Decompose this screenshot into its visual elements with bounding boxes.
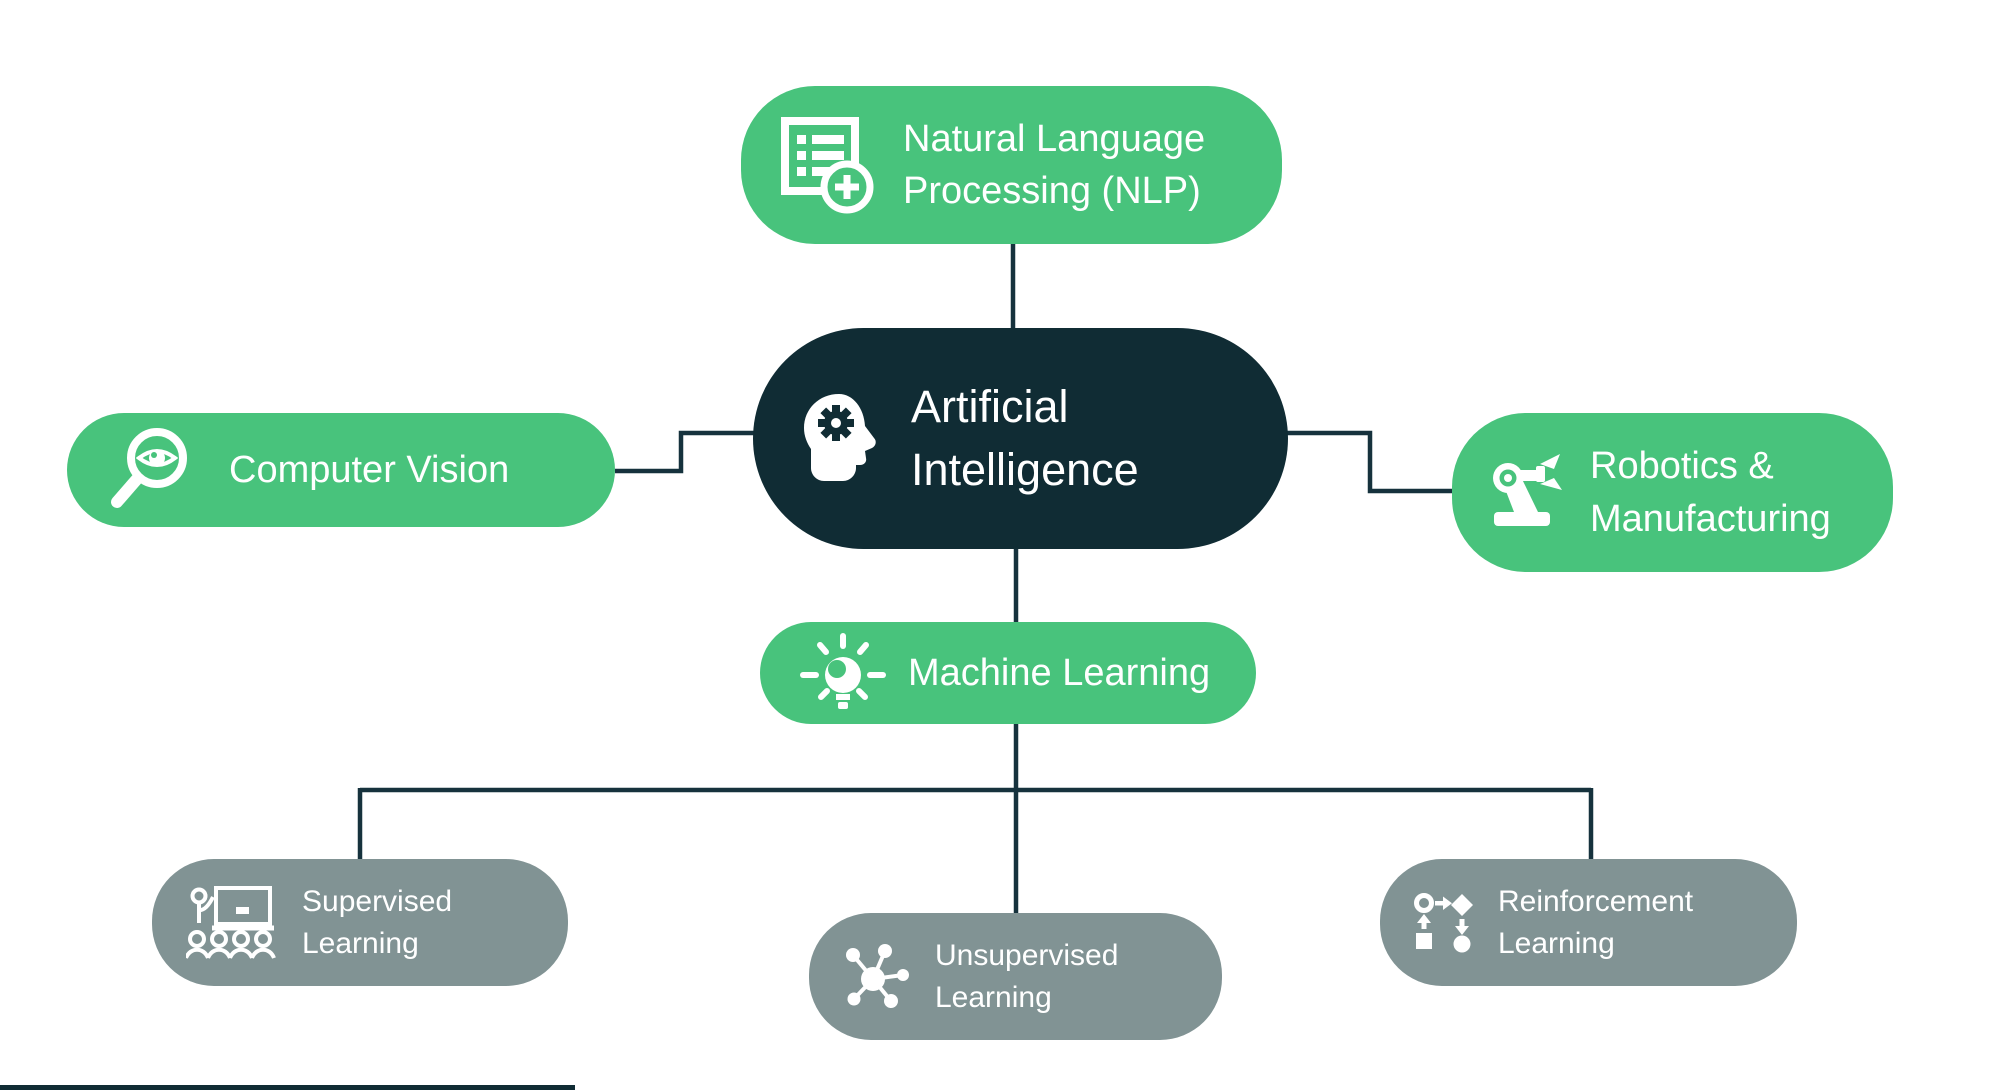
document-add-icon xyxy=(775,113,879,217)
connector-cv-ai xyxy=(615,430,757,474)
node-machine-learning: Machine Learning xyxy=(760,622,1256,724)
cluster-icon xyxy=(841,941,913,1013)
node-label: Computer Vision xyxy=(229,448,510,491)
node-computer-vision: Computer Vision xyxy=(67,413,615,527)
node-label: Reinforcement Learning xyxy=(1498,885,1694,960)
magnifier-eye-icon xyxy=(107,424,193,516)
node-label: Supervised Learning xyxy=(302,885,453,960)
node-supervised-learning: Supervised Learning xyxy=(152,859,568,986)
node-unsupervised-learning: Unsupervised Learning xyxy=(809,913,1222,1040)
head-gear-icon xyxy=(793,390,885,488)
lightbulb-icon xyxy=(800,633,886,713)
robot-arm-icon xyxy=(1484,452,1566,534)
node-reinforcement-learning: Reinforcement Learning xyxy=(1380,859,1797,986)
node-label: Machine Learning xyxy=(908,651,1211,694)
teacher-icon xyxy=(184,883,278,963)
node-robotics-manufacturing: Robotics & Manufacturing xyxy=(1452,413,1893,572)
bottom-edge-bar xyxy=(0,1085,575,1090)
node-label: Unsupervised Learning xyxy=(935,939,1119,1014)
node-label: Robotics & Manufacturing xyxy=(1590,445,1831,540)
node-natural-language-processing: Natural Language Processing (NLP) xyxy=(741,86,1282,244)
connector-ai-robotics xyxy=(1286,430,1454,494)
node-artificial-intelligence: Artificial Intelligence xyxy=(753,328,1288,549)
node-label: Artificial Intelligence xyxy=(911,381,1139,495)
flowchart-icon xyxy=(1412,892,1476,953)
node-label: Natural Language Processing (NLP) xyxy=(903,117,1206,212)
